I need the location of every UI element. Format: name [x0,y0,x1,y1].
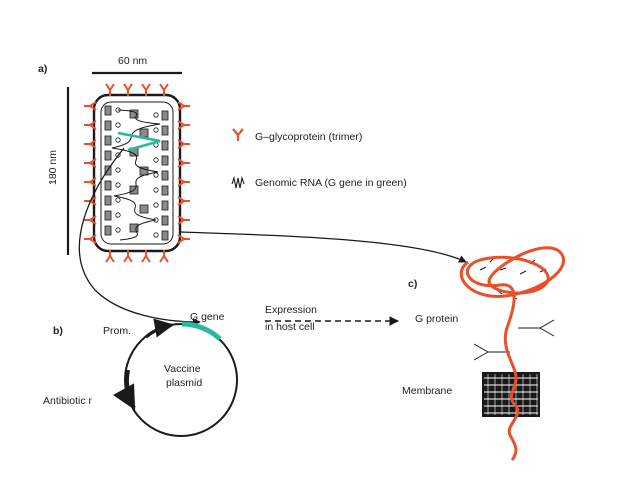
nucleocapsid-protein [104,150,112,161]
nucleocapsid-protein [161,140,169,151]
nucleocapsid-protein [161,125,169,136]
plasmid-gene-label: G gene [190,311,225,323]
nucleocapsid-protein [104,180,112,191]
matrix-protein [153,187,159,193]
matrix-protein [115,137,121,143]
promoter-label: Prom. [103,325,131,337]
glycoprotein-spike [84,234,97,244]
glycoprotein-legend-icon [232,128,244,141]
glycoprotein-spike [123,83,133,96]
nucleocapsid-protein [161,215,169,226]
plasmid-name-line1: Vaccine [164,363,201,375]
nucleocapsid-protein [139,204,149,214]
matrix-protein [115,212,121,218]
nucleocapsid-protein [104,210,112,221]
glycoprotein-spike [84,101,97,111]
glycoprotein-spike [177,101,190,111]
glycoprotein-spike [105,83,115,96]
matrix-protein [115,182,121,188]
antibiotic-label: Antibiotic r [43,395,93,407]
height-scale-bar: 180 nm [47,87,70,255]
panel-c-label: c) [408,278,417,290]
genomic-rna [111,109,161,241]
glycoprotein-spike [177,139,190,149]
matrix-protein [153,202,159,208]
glycoprotein-spike [177,120,190,130]
g-protein: Membrane [402,246,565,461]
glycoprotein-spike [159,250,169,263]
matrix-protein [115,122,121,128]
surface-glycoproteins [84,83,190,263]
nucleocapsid-protein [161,230,169,241]
panel-a-label: a) [38,63,47,75]
glycoprotein-spike [177,215,190,225]
glycoprotein-spike [84,215,97,225]
glycoprotein-spike [177,177,190,187]
glycoprotein-spike [141,83,151,96]
matrix-protein [153,127,159,133]
nucleocapsid-protein [161,110,169,121]
legend-glycoprotein-label: G–glycoprotein (trimer) [255,131,362,143]
nucleocapsid-protein [104,195,112,206]
promoter-arrow [144,318,174,339]
glycoprotein-spike [105,250,115,263]
matrix-protein [153,157,159,163]
glycoprotein-spike [177,158,190,168]
rna-legend-icon [231,175,245,189]
matrix-protein [153,172,159,178]
vaccine-plasmid: G gene Prom. Antibiotic r Vaccine plasmi… [43,311,238,437]
nucleocapsid-protein [161,200,169,211]
matrix-protein [115,227,121,233]
legend: G–glycoprotein (trimer) Genomic RNA (G g… [231,128,407,189]
glycoprotein-spike [177,234,190,244]
matrix-protein [153,112,159,118]
matrix-protein [153,232,159,238]
matrix-protein [115,197,121,203]
membrane-label: Membrane [402,385,452,397]
plasmid-name-line2: plasmid [166,377,202,389]
nucleocapsid-protein [104,225,112,236]
protein-chain [459,246,565,461]
height-scale-label: 180 nm [47,150,59,185]
nucleocapsid-protein [129,223,139,233]
panel-b-label: b) [53,325,63,337]
glycoprotein-spike [84,177,97,187]
glycoprotein-spike [84,158,97,168]
g-gene-segment [117,131,161,152]
g-protein-label: G protein [415,313,458,325]
legend-rna-label: Genomic RNA (G gene in green) [255,177,407,189]
nucleocapsid-protein [161,170,169,181]
expression-label-line1: Expression [265,304,317,316]
nucleocapsid-protein [161,155,169,166]
width-scale-bar: 60 nm [92,55,182,75]
nucleocapsid-protein [139,128,149,138]
membrane [482,372,540,417]
glycoprotein-spike [123,250,133,263]
nucleocapsid-protein [104,105,112,116]
glycoprotein-spike [159,83,169,96]
matrix-protein [115,167,121,173]
virion [84,83,190,263]
nucleocapsid-protein [104,135,112,146]
nucleocapsid-protein [161,185,169,196]
nucleocapsid-protein [104,120,112,131]
width-scale-label: 60 nm [118,55,147,67]
glycoprotein-spike [84,120,97,130]
antibiotic-resistance-arrow [113,369,136,411]
nucleocapsid-protein [129,109,139,119]
plasmid-g-gene-segment [181,321,222,341]
glycoprotein-spike [177,196,190,206]
expression-label-line2: in host cell [265,321,315,333]
glycoprotein-spike [84,139,97,149]
expression-step: Expression in host cell G protein [265,304,458,333]
arrow-virion-to-protein [179,231,467,263]
glycoprotein-spike [141,250,151,263]
glycan-branch-right [473,319,555,361]
